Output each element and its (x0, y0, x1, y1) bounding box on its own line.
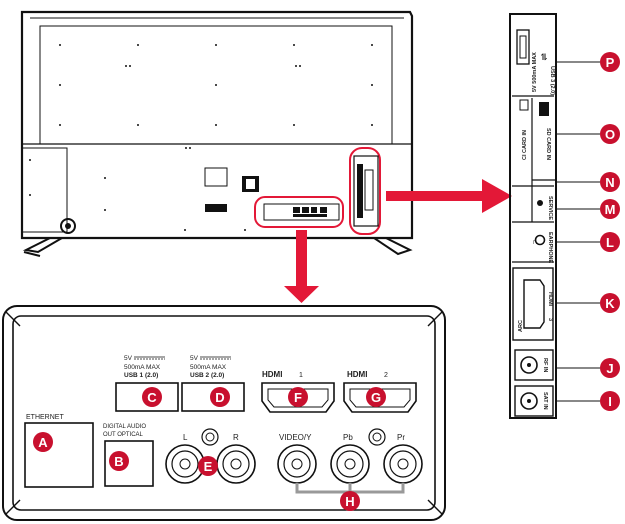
svg-text:P: P (606, 55, 615, 70)
hdmi1-port (261, 382, 335, 413)
service-label: SERVICE (547, 196, 553, 220)
usb3-symbol-icon: ⇌ (539, 53, 549, 61)
hdmi1-brand: HDMI (262, 370, 282, 379)
usb2-current: 500mA MAX (190, 364, 227, 371)
badge-h: H (340, 491, 360, 511)
audio-left-label: L (183, 433, 188, 442)
badge-b: B (109, 451, 129, 471)
svg-text:H: H (345, 494, 354, 509)
hdmi2-number: 2 (384, 372, 388, 379)
component-video-label: VIDEO/Y (279, 433, 312, 442)
arrow-down (284, 230, 319, 303)
hdmi2-port (343, 382, 417, 413)
arrow-right (386, 179, 512, 213)
svg-text:G: G (371, 390, 381, 405)
svg-text:I: I (608, 394, 612, 409)
optical-label-line2: OUT OPTICAL (103, 432, 144, 438)
usb2-name: USB 2 (2.0) (190, 372, 224, 379)
hdmi2-brand: HDMI (347, 370, 367, 379)
sat-in-jack (520, 392, 538, 410)
svg-text:M: M (605, 202, 616, 217)
svg-text:E: E (204, 459, 213, 474)
usb1-current: 500mA MAX (124, 364, 161, 371)
badge-k: K (600, 293, 620, 313)
component-y-jack (277, 444, 317, 484)
sd-card-label: SD CARD IN (545, 128, 551, 160)
svg-text:J: J (606, 361, 613, 376)
svg-text:D: D (215, 390, 224, 405)
earphone-label: EARPHONE (547, 232, 553, 264)
svg-text:L: L (606, 235, 614, 250)
tv-back-view (20, 10, 414, 257)
badge-c: C (142, 387, 162, 407)
svg-text:O: O (605, 127, 615, 142)
svg-text:C: C (147, 390, 157, 405)
side-panel-zoom: 5V 500mA MAX USB 3 (2.0) ⇌ CI CARD IN SD… (509, 13, 557, 419)
svg-text:K: K (605, 296, 615, 311)
badge-i: I (600, 391, 620, 411)
sat-in-label: SAT IN (542, 392, 548, 410)
leader-lines (556, 61, 600, 402)
ethernet-port (24, 422, 94, 488)
ci-card-label: CI CARD IN (522, 130, 528, 160)
badge-p: P (600, 52, 620, 72)
badge-a: A (33, 432, 53, 452)
rear-panel-zoom: ETHERNET DIGITAL AUDIO OUT OPTICAL 5V 50… (2, 305, 446, 521)
hdmi3-number: 3 (547, 318, 553, 321)
hdmi3-brand: HDMI (547, 292, 553, 307)
usb2-port (181, 382, 245, 412)
usb3-name: USB 3 (2.0) (549, 66, 555, 95)
rf-in-label: RF IN (542, 358, 548, 372)
svg-text:N: N (605, 175, 614, 190)
hdmi3-arc: ARC (518, 320, 524, 332)
usb3-current: 5V 500mA MAX (532, 52, 538, 92)
component-pr-jack (383, 444, 423, 484)
component-pb-label: Pb (343, 433, 353, 442)
badge-m: M (600, 199, 620, 219)
usb1-port (115, 382, 179, 412)
badge-o: O (600, 124, 620, 144)
badge-j: J (600, 358, 620, 378)
svg-text:F: F (294, 390, 302, 405)
hdmi1-number: 1 (299, 372, 303, 379)
rf-in-jack (520, 356, 538, 374)
component-pr-label: Pr (397, 433, 405, 442)
svg-text:B: B (114, 454, 123, 469)
badge-e: E (198, 456, 218, 476)
badge-f: F (288, 387, 308, 407)
badge-n: N (600, 172, 620, 192)
earphone-icon: ∩ (532, 237, 538, 246)
optical-port (104, 440, 154, 487)
audio-right-label: R (233, 433, 239, 442)
usb2-voltage: 5V (190, 355, 199, 362)
ethernet-label: ETHERNET (26, 414, 64, 421)
badge-l: L (600, 232, 620, 252)
component-pb-jack (330, 444, 370, 484)
badge-g: G (366, 387, 386, 407)
audio-left-jack (165, 444, 205, 484)
usb1-name: USB 1 (2.0) (124, 372, 158, 379)
usb1-voltage: 5V (124, 355, 133, 362)
badge-d: D (210, 387, 230, 407)
vesa-dots (29, 44, 373, 231)
svg-text:A: A (38, 435, 48, 450)
hdmi3-port (523, 279, 545, 329)
usb3-port (516, 29, 530, 65)
optical-label-line1: DIGITAL AUDIO (103, 424, 146, 430)
audio-right-jack (216, 444, 256, 484)
